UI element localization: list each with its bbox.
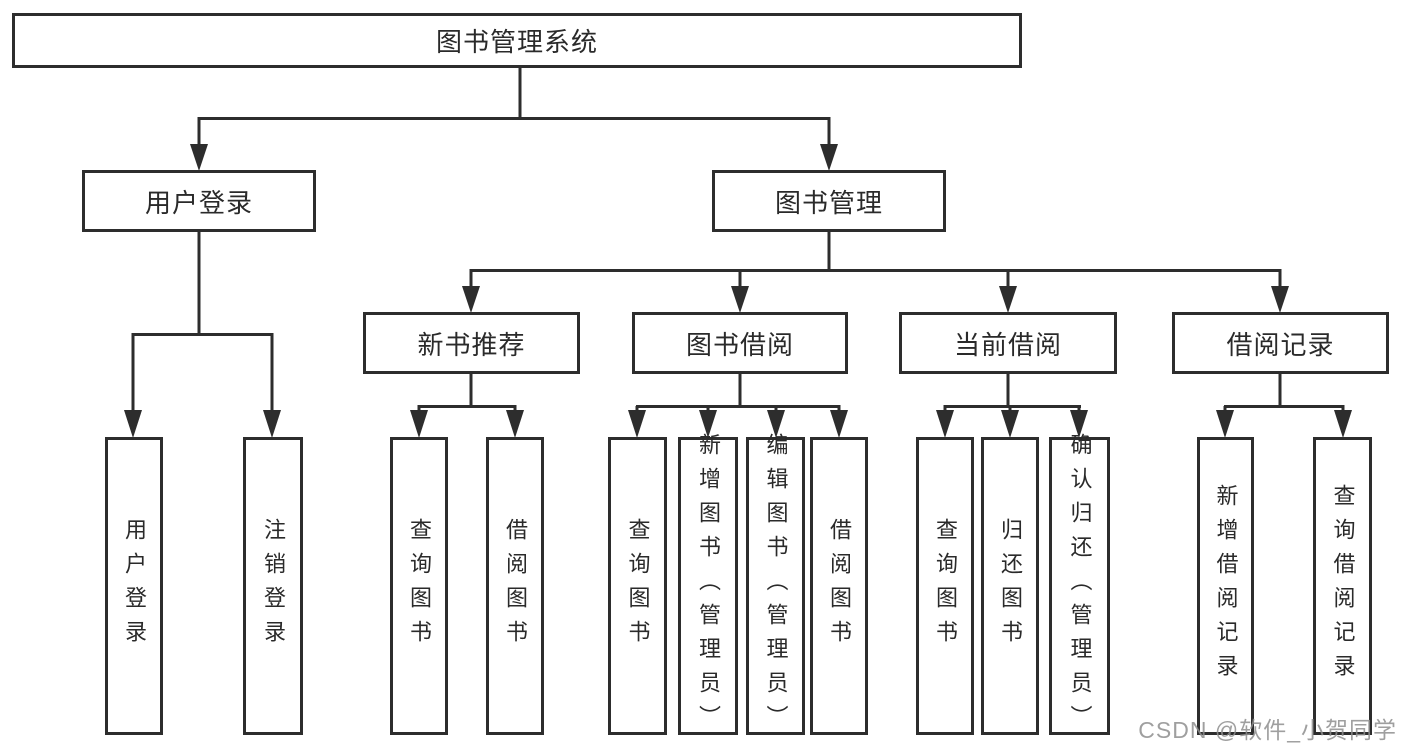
leaf-cb-query-books: 查询图书	[916, 437, 974, 735]
leaf-bb-query-books: 查询图书	[608, 437, 667, 735]
leaf-logout: 注销登录	[243, 437, 303, 735]
leaf-cb-return-books: 归还图书	[981, 437, 1039, 735]
connector-book-borrow-children	[628, 374, 848, 438]
leaf-cb-return-books-label: 归还图书	[998, 518, 1023, 654]
leaf-rec-borrow-books-label: 借阅图书	[503, 518, 528, 654]
node-root: 图书管理系统	[12, 13, 1022, 68]
node-borrow-records-label: 借阅记录	[1226, 329, 1335, 360]
leaf-bb-borrow-books-label: 借阅图书	[827, 518, 852, 654]
leaf-bb-edit-books-admin: 编辑图书（管理员）	[746, 433, 805, 739]
node-book-borrow: 图书借阅	[632, 312, 848, 374]
node-root-label: 图书管理系统	[435, 27, 598, 57]
leaf-br-query-record-label: 查询借阅记录	[1330, 484, 1356, 688]
node-current-borrow: 当前借阅	[899, 312, 1117, 374]
leaf-br-add-record: 新增借阅记录	[1197, 437, 1254, 735]
node-borrow-records: 借阅记录	[1172, 312, 1389, 374]
leaf-bb-add-books-admin: 新增图书（管理员）	[678, 433, 738, 739]
node-book-borrow-label: 图书借阅	[685, 329, 794, 360]
connector-root-to-level2	[190, 66, 838, 171]
leaf-br-add-record-label: 新增借阅记录	[1213, 484, 1239, 688]
connector-borrow-records-children	[1216, 374, 1352, 438]
leaf-bb-edit-books-admin-label: 编辑图书（管理员）	[763, 433, 789, 739]
leaf-rec-query-books-label: 查询图书	[407, 518, 432, 654]
node-user-login: 用户登录	[82, 170, 316, 232]
node-book-mgmt-label: 图书管理	[774, 187, 883, 218]
leaf-user-login-label: 用户登录	[122, 518, 147, 654]
leaf-user-login: 用户登录	[105, 437, 163, 735]
node-user-login-label: 用户登录	[144, 187, 253, 218]
node-new-book-rec-label: 新书推荐	[417, 329, 526, 360]
leaf-br-query-record: 查询借阅记录	[1313, 437, 1372, 735]
leaf-bb-borrow-books: 借阅图书	[810, 437, 868, 735]
connector-new-book-rec-children	[410, 374, 524, 438]
leaf-cb-query-books-label: 查询图书	[933, 518, 958, 654]
leaf-bb-query-books-label: 查询图书	[625, 518, 651, 654]
leaf-rec-query-books: 查询图书	[390, 437, 448, 735]
leaf-logout-label: 注销登录	[261, 518, 286, 654]
connector-user-login-children	[124, 232, 281, 438]
csdn-watermark: CSDN @软件_小贺同学	[1138, 717, 1397, 743]
leaf-rec-borrow-books: 借阅图书	[486, 437, 544, 735]
node-new-book-rec: 新书推荐	[363, 312, 580, 374]
leaf-cb-confirm-return-admin-label: 确认归还（管理员）	[1067, 433, 1093, 739]
connector-book-mgmt-children	[462, 232, 1289, 313]
leaf-cb-confirm-return-admin: 确认归还（管理员）	[1049, 433, 1110, 739]
node-current-borrow-label: 当前借阅	[953, 329, 1062, 360]
leaf-bb-add-books-admin-label: 新增图书（管理员）	[696, 433, 721, 739]
connector-current-borrow-children	[936, 374, 1088, 438]
node-book-mgmt: 图书管理	[712, 170, 946, 232]
